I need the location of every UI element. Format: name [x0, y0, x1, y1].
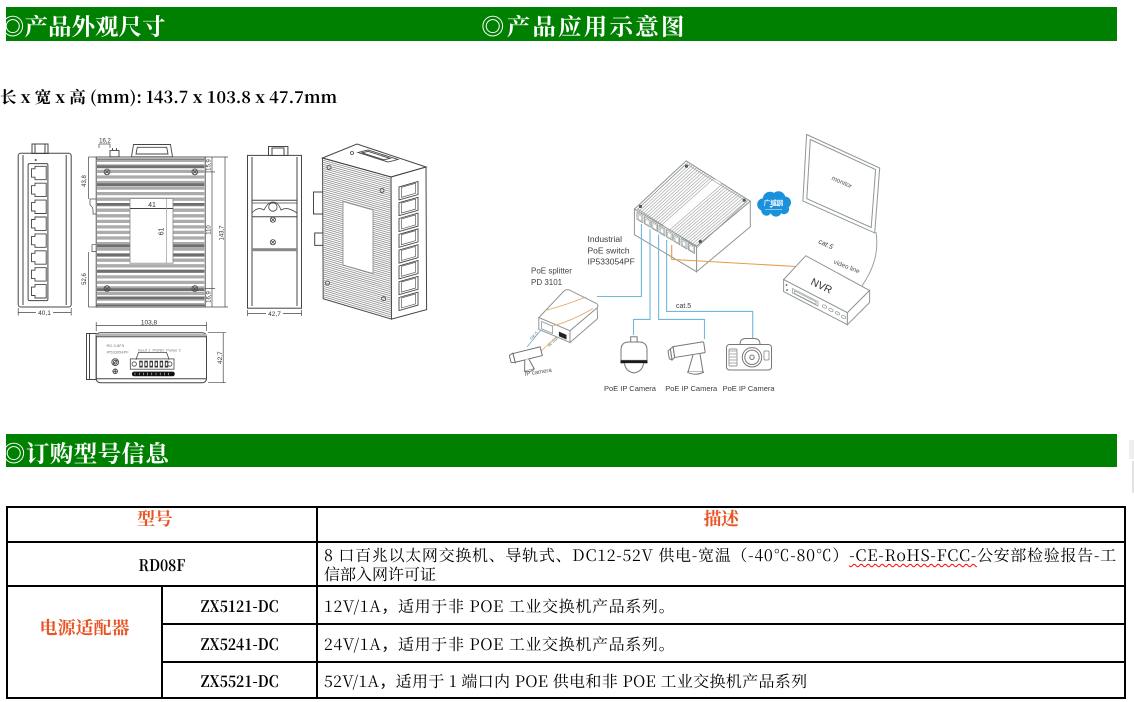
svg-text:Input 1 PGND Power 2: Input 1 PGND Power 2 [138, 348, 182, 353]
svg-text:103,8: 103,8 [141, 320, 158, 327]
svg-text:IP533054PF: IP533054PF [588, 257, 635, 267]
svg-text:PoE splitter: PoE splitter [531, 267, 572, 276]
svg-text:PoE IP Camera: PoE IP Camera [723, 384, 776, 393]
svg-text:41: 41 [148, 202, 156, 209]
svg-text:IP533054PF: IP533054PF [107, 350, 130, 355]
svg-text:61: 61 [159, 228, 166, 236]
svg-text:RD-0-8F5: RD-0-8F5 [107, 343, 125, 348]
svg-text:40,1: 40,1 [38, 310, 51, 317]
svg-text:cat.5: cat.5 [676, 303, 691, 310]
svg-text:42,7: 42,7 [268, 311, 281, 318]
svg-text:52,6: 52,6 [82, 273, 88, 285]
svg-text:PD 3101: PD 3101 [531, 278, 563, 287]
svg-text:43,8: 43,8 [82, 175, 88, 187]
svg-text:IP camera: IP camera [524, 368, 552, 378]
svg-text:Industrial: Industrial [588, 234, 623, 244]
svg-text:16,9: 16,9 [207, 291, 213, 303]
svg-text:cat.5: cat.5 [817, 238, 834, 251]
svg-text:16,2: 16,2 [99, 139, 111, 145]
svg-text:PoE IP Camera: PoE IP Camera [665, 384, 718, 393]
svg-text:143,7: 143,7 [220, 225, 226, 241]
svg-text:110: 110 [207, 225, 213, 235]
svg-text:cat.5: cat.5 [528, 330, 539, 341]
svg-text:PoE IP Camera: PoE IP Camera [604, 384, 657, 393]
svg-text:PoE switch: PoE switch [588, 245, 630, 255]
svg-text:42,7: 42,7 [217, 351, 224, 364]
svg-text:15,9: 15,9 [207, 159, 213, 171]
svg-text:广域网: 广域网 [764, 198, 784, 207]
